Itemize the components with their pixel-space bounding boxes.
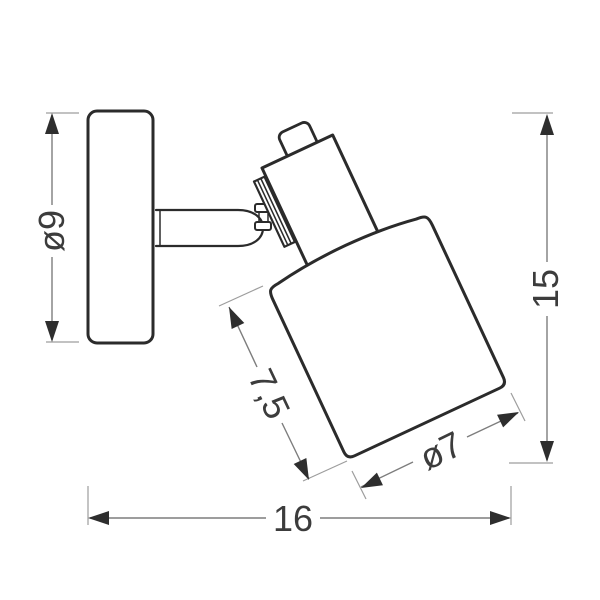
arrowhead-left (88, 511, 109, 525)
dimension-overall-height: 15 (509, 112, 566, 464)
extension-line (218, 285, 264, 307)
mounting-arm (154, 208, 265, 248)
shade-length-label: 7,5 (240, 362, 298, 425)
extension-line (351, 470, 367, 500)
arrowhead-down (540, 441, 554, 462)
arrowhead-upper (229, 307, 245, 329)
lamp-shade-group (269, 215, 506, 459)
arrowhead-up (45, 113, 59, 134)
lamp-shade (269, 215, 506, 459)
overall-depth-label: 16 (273, 498, 313, 539)
wall-mount-plate (86, 109, 155, 345)
dimension-plate-diameter: ø9 (31, 112, 79, 343)
joint-rib (263, 176, 296, 243)
arrowhead-down (45, 321, 59, 342)
arrowhead-up (540, 114, 554, 135)
extension-line (510, 392, 526, 422)
shade-diameter-label: ø7 (413, 423, 469, 478)
bracket-pin-bottom (254, 221, 272, 231)
joint-rib (256, 179, 289, 246)
lamp-socket-group (260, 121, 382, 272)
arrowhead-lower (293, 458, 309, 480)
lamp-fixture (86, 109, 506, 459)
plate-diameter-label: ø9 (31, 210, 72, 252)
arrowhead-left (361, 472, 383, 488)
arrowhead-right (497, 412, 519, 428)
extension-line (302, 460, 348, 482)
arrowhead-right (490, 511, 511, 525)
dimension-overall-depth: 16 (87, 486, 512, 539)
overall-height-label: 15 (525, 269, 566, 309)
joint-rib (260, 177, 292, 245)
